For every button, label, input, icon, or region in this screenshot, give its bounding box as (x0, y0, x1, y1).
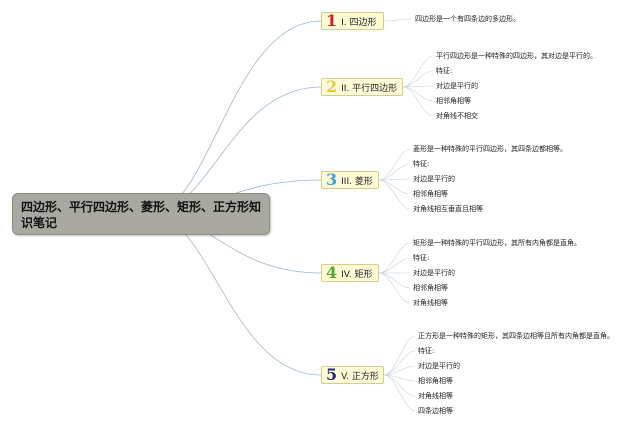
leaf-connector (378, 272, 411, 304)
leaf-connector (383, 350, 416, 376)
leaf-connector (378, 179, 411, 195)
leaf-connector (383, 365, 416, 376)
branch-label: III. 菱形 (341, 176, 373, 187)
leaf-connector (383, 18, 413, 22)
leaf-text: 相邻角相等 (413, 284, 448, 292)
leaf-connector (378, 257, 411, 274)
leaf-connector (402, 85, 434, 88)
leaf-text: 平行四边形是一种特殊的四边形，其对边是平行的。 (436, 52, 597, 60)
branch-label: II. 平行四边形 (341, 83, 398, 94)
leaf-text: 对角线相等 (413, 299, 448, 307)
leaf-connector (383, 374, 416, 412)
leaf-text: 四条边相等 (418, 407, 453, 415)
leaf-connector (383, 335, 416, 376)
leaf-text: 正方形是一种特殊的矩形，其四条边相等且所有内角都是直角。 (418, 332, 614, 340)
leaf-text: 特征: (418, 347, 435, 355)
leaf-text: 相邻角相等 (436, 97, 471, 105)
leaf-text: 对边是平行的 (436, 82, 478, 90)
leaf-connector (402, 86, 434, 102)
leaf-connector (378, 179, 411, 210)
branch-number: 2 (326, 77, 338, 96)
leaf-text: 对边是平行的 (418, 362, 460, 370)
branch-label: V. 正方形 (341, 371, 379, 382)
branch-number: 5 (326, 365, 338, 384)
branch-number: 4 (326, 263, 338, 282)
root-title: 四边形、平行四边形、菱形、矩形、正方形知识笔记 (21, 200, 262, 230)
leaf-text: 特征: (413, 254, 430, 262)
leaf-connector (402, 86, 434, 117)
leaf-text: 对角线相互垂直且相等 (413, 205, 483, 213)
leaf-connector (378, 163, 411, 181)
branch-label: IV. 矩形 (341, 269, 373, 280)
root-connector-5 (149, 213, 322, 376)
leaf-text: 对边是平行的 (413, 175, 455, 183)
leaf-connector (402, 55, 434, 88)
leaf-text: 特征: (436, 67, 453, 75)
leaf-connector (402, 70, 434, 88)
root-topic[interactable]: 四边形、平行四边形、菱形、矩形、正方形知识笔记 (12, 193, 270, 235)
leaf-text: 相邻角相等 (413, 190, 448, 198)
leaf-text: 相邻角相等 (418, 377, 453, 385)
leaf-text: 对边是平行的 (413, 269, 455, 277)
branch-label: I. 四边形 (341, 17, 377, 28)
leaf-text: 四边形是一个有四条边的多边形。 (415, 15, 520, 23)
leaf-connector (378, 272, 411, 289)
leaf-text: 对角线不相交 (436, 112, 478, 120)
leaf-connector (378, 178, 411, 181)
branch-number: 3 (326, 170, 338, 189)
leaf-connector (378, 242, 411, 274)
leaf-text: 特征: (413, 160, 430, 168)
branch-number: 1 (326, 11, 338, 30)
leaf-text: 菱形是一种特殊的平行四边形，其四条边都相等。 (413, 145, 567, 153)
leaf-text: 对角线相等 (418, 392, 453, 400)
root-connector-1 (149, 20, 322, 215)
leaf-text: 矩形是一种特殊的平行四边形，其所有内角都是直角。 (413, 239, 581, 247)
leaf-connector (378, 148, 411, 181)
